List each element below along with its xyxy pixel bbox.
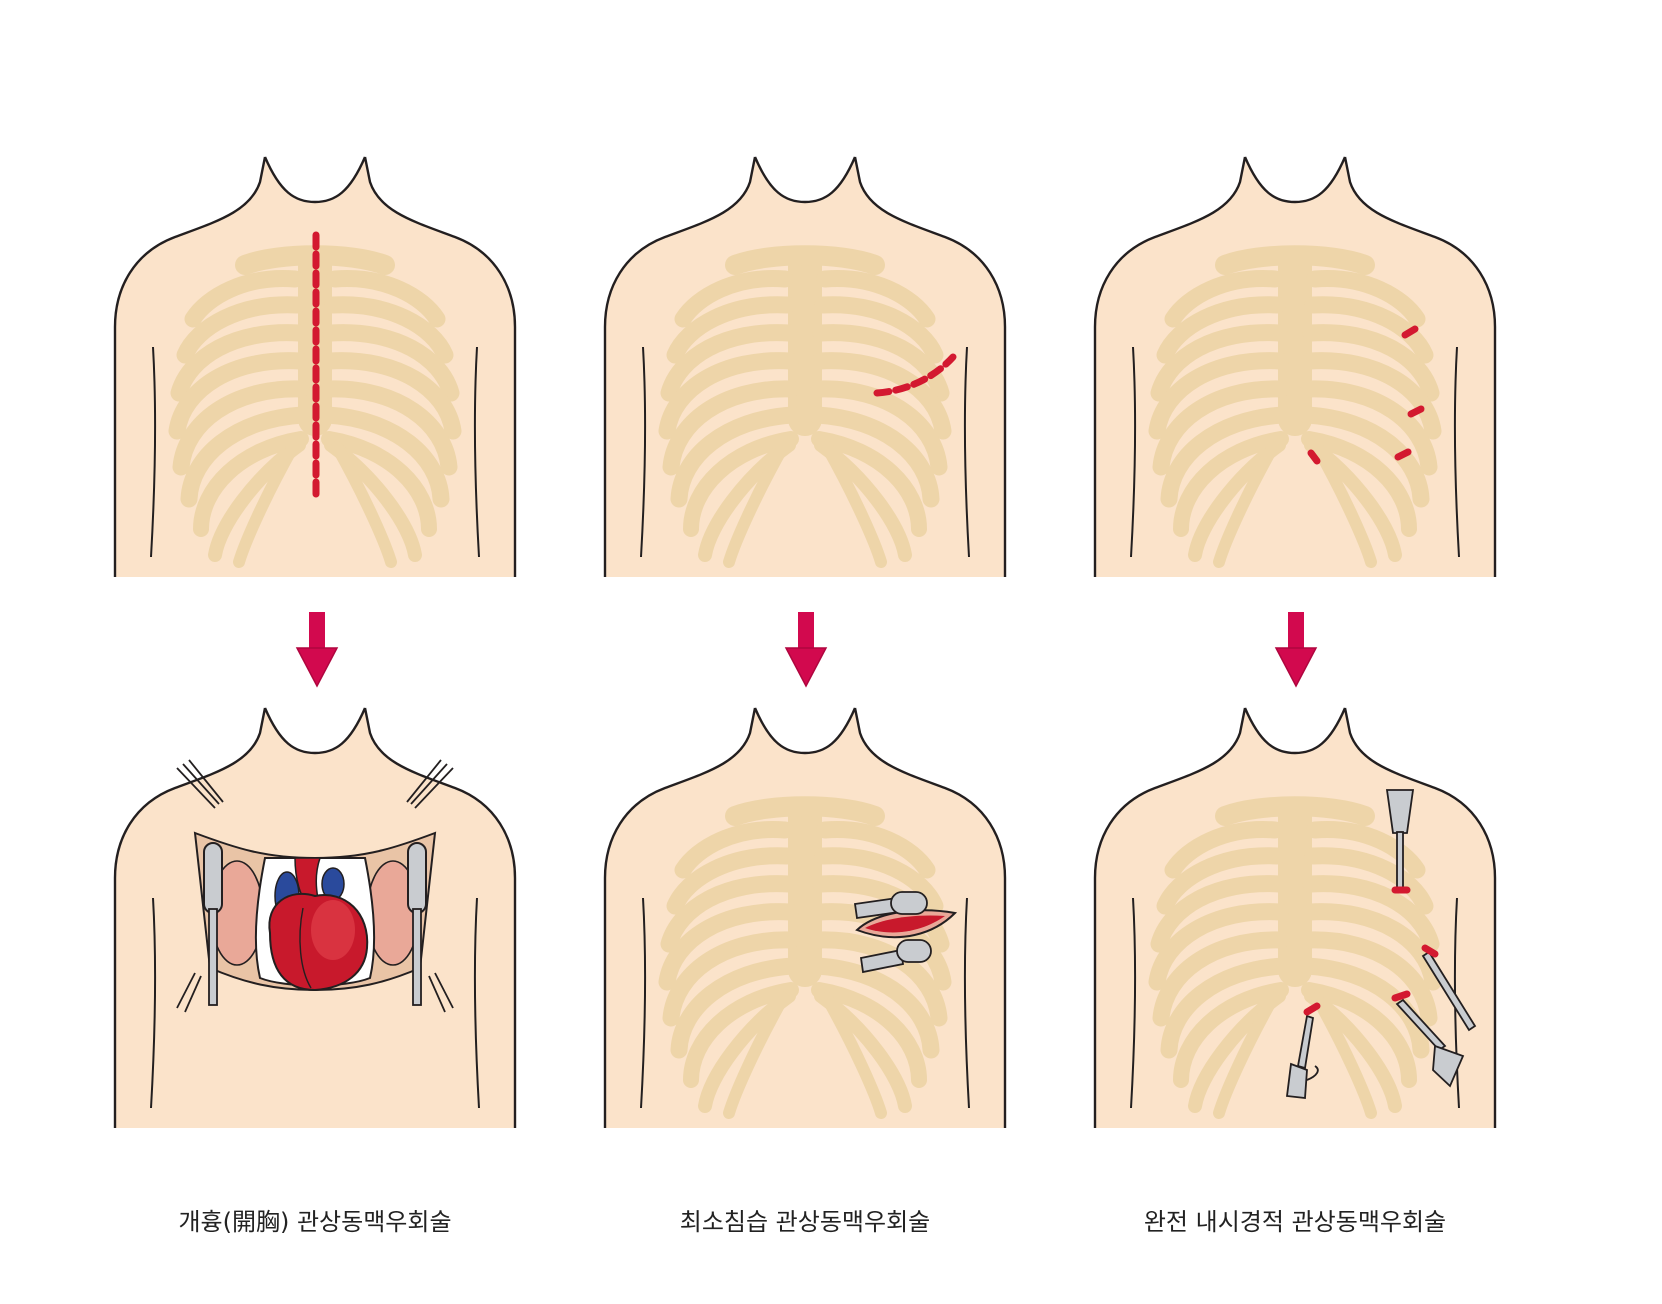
lateral-incision-line (873, 353, 957, 397)
caption-open-cabg: 개흉(開胸) 관상동맥우회술 (178, 1208, 452, 1236)
port-incisions (1307, 325, 1425, 465)
endoscopic-camera-instrument (1391, 990, 1465, 1088)
small-retractor-bottom (859, 939, 932, 974)
panel-minimal-surgery (603, 706, 1007, 1128)
arrow-minimal (785, 611, 827, 687)
endoscopic-port-instrument-top (1385, 789, 1415, 894)
arrow-open (296, 611, 338, 687)
panel-open-incision (113, 155, 517, 577)
caption-endoscopic-cabg: 완전 내시경적 관상동맥우회술 (1143, 1208, 1447, 1236)
caption-minimal-cabg: 최소침습 관상동맥우회술 (679, 1208, 931, 1236)
endoscopic-grasper-instrument (1285, 1002, 1321, 1099)
panel-endoscopic-incision (1093, 155, 1497, 577)
panel-endoscopic-surgery (1093, 706, 1497, 1128)
endoscopic-port-instrument-right (1421, 944, 1477, 1032)
arrow-endoscopic (1275, 611, 1317, 687)
panel-minimal-incision (603, 155, 1007, 577)
panel-open-surgery (113, 706, 517, 1130)
small-retractor-top (853, 891, 928, 920)
